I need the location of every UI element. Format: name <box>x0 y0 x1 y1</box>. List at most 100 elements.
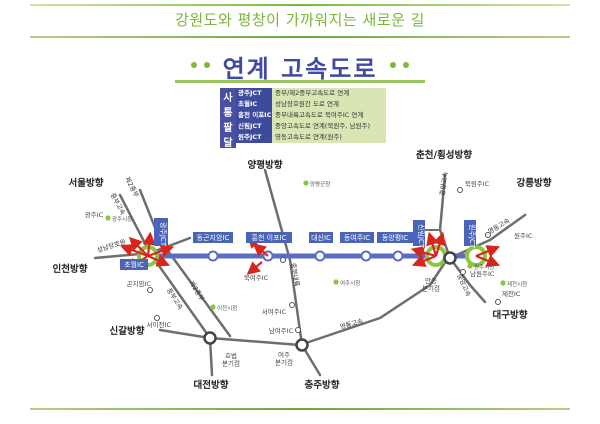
subtitle: 강원도와 평창이 가까워지는 새로운 길 <box>175 11 425 29</box>
legend-row-desc: 중부내륙고속도로 북여주IC 연계 <box>272 110 386 121</box>
direction-arrow-icon <box>142 231 156 257</box>
ic-box-gwangju-jct <box>154 218 168 246</box>
direction-arrow-icon <box>246 261 263 275</box>
page-title: 연계 고속도로 <box>222 55 378 83</box>
ic-box-label-sinrim-jct: 신림JCT <box>417 224 426 249</box>
town-label-gwangju-city: 광주시청 <box>112 216 132 223</box>
junction-node <box>295 338 309 352</box>
direction-label-gangneung: 강릉방향 <box>517 177 552 189</box>
ic-dot <box>495 299 501 305</box>
ic-box-label-wonju-jct: 원주JCT <box>468 224 477 249</box>
direction-label-seoul: 서울방향 <box>69 177 104 189</box>
direction-arrow-icon <box>147 254 171 267</box>
ic-label-seoicheon-ic: 서이천IC <box>147 320 172 329</box>
ic-label-bukwonju-ic: 북원주IC <box>465 179 490 188</box>
ic-dot <box>147 287 153 293</box>
town-dot-icon <box>500 280 506 286</box>
legend-row-name: 신림JCT <box>236 121 272 132</box>
direction-arrow-icon <box>475 245 501 258</box>
town-label-yangpyeong-county: 양평군청 <box>310 180 330 188</box>
interchange-node <box>207 250 219 262</box>
road-name-jungbu2-rev: 제2중부 <box>187 279 205 302</box>
header-bottom-rule <box>30 36 570 38</box>
ic-box-label-daesin: 대신IC <box>311 233 331 242</box>
ic-dot <box>457 187 463 193</box>
direction-arrow-icon <box>426 231 439 257</box>
legend-row-name: 초월IC <box>236 99 272 110</box>
ic-box-label-dongon-jiam: 동곤지암IC <box>197 233 230 242</box>
town-dot-icon <box>333 279 339 285</box>
title-dot-icon <box>403 62 409 68</box>
legend-row-desc: 중부/제2중부고속도로 연계 <box>272 88 386 99</box>
ic-label-namyeoju-ic: 남여주IC <box>269 326 294 335</box>
ic-box-daesin <box>309 232 333 243</box>
header-top-rule <box>30 4 570 6</box>
road-name-jungbu-naeryuk: 중부내륙 <box>289 262 302 287</box>
ic-label-namwonju-ic: 남원주IC <box>470 269 495 278</box>
ic-label-jecheon-ic: 제천IC <box>502 289 521 298</box>
legend-row-desc: 성남장호원간 도로 연계 <box>272 99 386 110</box>
ic-box-chowol <box>120 259 148 270</box>
legend-row-desc: 중앙고속도로 연계(북원주, 남원주) <box>272 121 386 132</box>
ic-box-label-dongyeoju: 동여주IC <box>344 233 370 242</box>
ic-box-label-heungcheon-ipo: 흥천 이포IC <box>252 233 287 242</box>
ic-box-label-gwangju-jct: 광주JCT <box>159 222 167 247</box>
direction-arrow-icon <box>410 246 437 259</box>
direction-arrow-icon <box>147 244 175 258</box>
ic-label-wonju-ic: 원주IC <box>514 231 533 240</box>
ic-box-label-dongyangpyeong: 동양평IC <box>382 233 408 242</box>
town-label-yeoju-city: 여주시청 <box>340 279 360 287</box>
legend-side-label: 사 통 팔 달 <box>220 88 236 149</box>
ic-dot <box>460 269 466 275</box>
ic-label-seoyeoju-ic: 서여주IC <box>262 307 287 316</box>
ic-dot <box>485 232 491 238</box>
title-dot-icon <box>191 62 197 68</box>
road-network <box>93 168 527 377</box>
ic-dot <box>280 257 286 263</box>
direction-label-daejeon: 대전방향 <box>194 379 229 391</box>
town-dot-icon <box>303 180 309 186</box>
direction-arrow-icon <box>433 231 446 257</box>
direction-arrow-icon <box>128 236 149 257</box>
interchange-node <box>360 250 372 262</box>
direction-arrow-icon <box>411 254 437 267</box>
legend-row-desc: 영동고속도로 연계(원주) <box>272 132 386 143</box>
direction-label-chuncheon: 춘천/횡성방향 <box>416 149 472 161</box>
ic-box-dongyeoju <box>340 232 374 243</box>
legend-side-char: 사 <box>223 93 233 104</box>
town-label-wonju-city: 원주시청 <box>474 263 494 271</box>
title-underline <box>175 80 425 83</box>
title-dot-icon <box>390 62 396 68</box>
map-labels: 광주JCT 동곤지암IC 흥천 이포IC 대신IC 동여주IC 동양평IC 신림JCT 원주J… <box>53 149 552 391</box>
legend-row-name: 광주JCT <box>236 88 272 99</box>
road-jungbu-naeryuk <box>263 168 322 377</box>
road-yeongdong <box>158 253 452 347</box>
direction-label-daegu: 대구방향 <box>493 309 528 321</box>
ic-box-dongon-jiam <box>193 232 233 243</box>
direction-arrow-icon <box>475 254 501 267</box>
town-dot-icon <box>210 304 216 310</box>
ic-label-bukyeoju-ic: 북여주IC <box>244 273 269 282</box>
ic-box-dongyangpyeong <box>377 232 413 243</box>
direction-label-yangpyeong: 양평방향 <box>248 159 283 171</box>
road-yeongdong-east <box>448 213 527 260</box>
town-label-jecheon-city: 제천시청 <box>507 280 527 288</box>
direction-label-chungju: 충주방향 <box>305 379 340 391</box>
title-dot-icon <box>204 62 210 68</box>
town-dot-icon <box>467 263 473 269</box>
ic-label-gonjiam-ic: 곤지암IC <box>127 279 152 288</box>
town-dot-icon <box>105 215 111 221</box>
town-label-icheon-city: 이천시청 <box>217 304 237 312</box>
legend-row-name: 원주JCT <box>236 132 272 143</box>
junction-node <box>203 331 217 345</box>
ic-box-label-chowol: 초월IC <box>124 260 144 269</box>
